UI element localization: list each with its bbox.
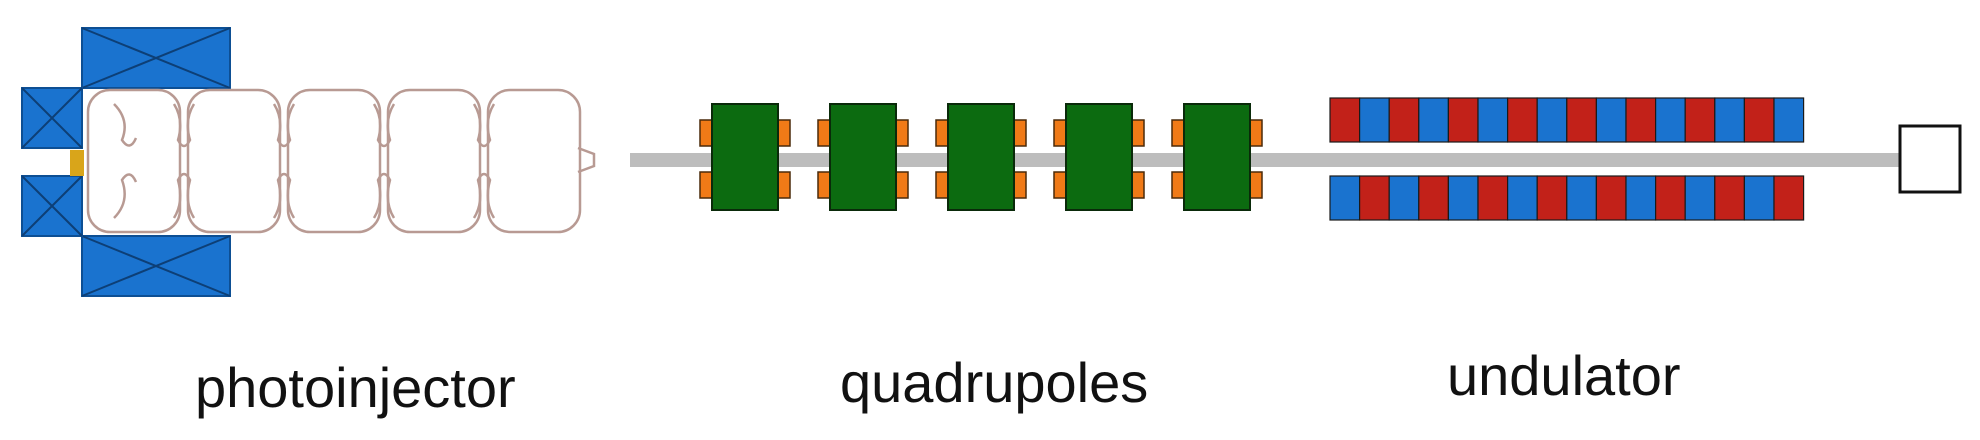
undulator-magnet-blue (1773, 97, 1805, 143)
quadrupoles (699, 103, 1263, 211)
undulator-magnet-blue (1329, 175, 1361, 221)
quadrupole (1171, 103, 1263, 211)
undulator-magnet-blue (1418, 97, 1450, 143)
undulator-row-top (1329, 97, 1805, 143)
undulator-magnet-red (1506, 97, 1538, 143)
solenoid-coil-top (81, 27, 231, 89)
solenoid-coil-bottom (81, 235, 231, 297)
cavity-cell (386, 88, 482, 234)
undulator-magnet-red (1329, 97, 1361, 143)
undulator-magnet-blue (1536, 97, 1568, 143)
quadrupoles-label: quadrupoles (840, 351, 1149, 414)
undulator-magnet-blue (1684, 175, 1716, 221)
cavity-iris-upper (113, 103, 138, 147)
cavity-iris-upper (372, 103, 396, 148)
cavity-cell (86, 88, 182, 234)
photoinjector-label: photoinjector (195, 356, 516, 419)
cavity-iris-lower (113, 173, 138, 219)
undulator-magnet-red (1743, 97, 1775, 143)
cavity-cell (286, 88, 382, 234)
cavity-iris-lower (272, 172, 296, 219)
quadrupole-yoke (829, 103, 897, 211)
undulator-magnet-blue (1566, 175, 1598, 221)
undulator-magnet-red (1477, 175, 1509, 221)
undulator-magnet-blue (1654, 97, 1686, 143)
quadrupole (699, 103, 791, 211)
quadrupole (817, 103, 909, 211)
undulator (1329, 97, 1805, 221)
quadrupole (935, 103, 1027, 211)
photoinjector (21, 27, 596, 297)
quadrupole-yoke (1065, 103, 1133, 211)
cavity-iris-lower (372, 172, 396, 219)
bucking-coil-lower (21, 175, 83, 237)
undulator-magnet-blue (1477, 97, 1509, 143)
beam-dump (1898, 124, 1962, 194)
cavity-iris-lower (472, 172, 496, 219)
undulator-magnet-red (1625, 97, 1657, 143)
cavity-iris-upper (272, 103, 296, 148)
quadrupole-yoke (1183, 103, 1251, 211)
cavity-iris-lower (172, 172, 196, 219)
undulator-magnet-red (1388, 97, 1420, 143)
undulator-magnet-red (1536, 175, 1568, 221)
undulator-row-bottom (1329, 175, 1805, 221)
undulator-magnet-red (1418, 175, 1450, 221)
undulator-magnet-blue (1388, 175, 1420, 221)
bucking-coil-upper (21, 87, 83, 149)
undulator-magnet-blue (1714, 97, 1746, 143)
undulator-magnet-red (1447, 97, 1479, 143)
quadrupole-yoke (947, 103, 1015, 211)
undulator-magnet-blue (1358, 97, 1390, 143)
undulator-magnet-blue (1595, 97, 1627, 143)
quadrupole (1053, 103, 1145, 211)
undulator-magnet-blue (1447, 175, 1479, 221)
undulator-magnet-red (1684, 97, 1716, 143)
undulator-magnet-red (1595, 175, 1627, 221)
beam-pipe (630, 153, 1900, 167)
undulator-magnet-red (1773, 175, 1805, 221)
cavity-cell (486, 88, 582, 234)
undulator-magnet-blue (1743, 175, 1775, 221)
quadrupole-yoke (711, 103, 779, 211)
undulator-magnet-red (1654, 175, 1686, 221)
undulator-magnet-red (1714, 175, 1746, 221)
cavity-exit (577, 146, 596, 174)
undulator-label: undulator (1447, 344, 1681, 407)
cavity-iris-upper (172, 103, 196, 148)
cavity-cell (186, 88, 282, 234)
undulator-magnet-blue (1625, 175, 1657, 221)
undulator-magnet-blue (1506, 175, 1538, 221)
undulator-magnet-red (1358, 175, 1390, 221)
cavity-iris-upper (472, 103, 496, 148)
undulator-magnet-red (1566, 97, 1598, 143)
rf-cavity (86, 88, 596, 234)
cathode (70, 150, 84, 176)
